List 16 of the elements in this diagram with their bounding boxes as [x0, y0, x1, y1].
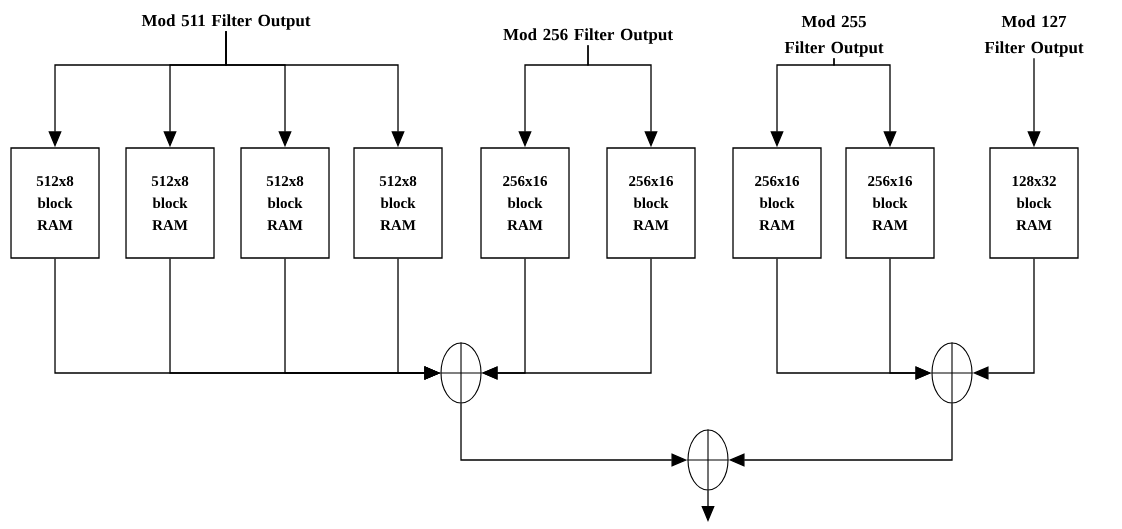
ram-block: 128x32 block RAM [989, 147, 1079, 259]
output-label: Mod 127 Filter Output [984, 15, 1084, 57]
ram-block: 256x16 block RAM [606, 147, 696, 259]
ram-block: 256x16 block RAM [480, 147, 570, 259]
ram-block: 512x8 block RAM [10, 147, 100, 259]
ram-block: 512x8 block RAM [240, 147, 330, 259]
ram-block: 512x8 block RAM [125, 147, 215, 259]
ram-block: 512x8 block RAM [353, 147, 443, 259]
adder-symbol [930, 341, 974, 405]
output-label: Mod 255 Filter Output [784, 15, 884, 57]
output-label: Mod 511 Filter Output [141, 14, 311, 30]
output-label: Mod 256 Filter Output [503, 28, 673, 44]
adder-symbol [686, 428, 730, 492]
ram-block: 256x16 block RAM [732, 147, 822, 259]
ram-block: 256x16 block RAM [845, 147, 935, 259]
adder-symbol [439, 341, 483, 405]
